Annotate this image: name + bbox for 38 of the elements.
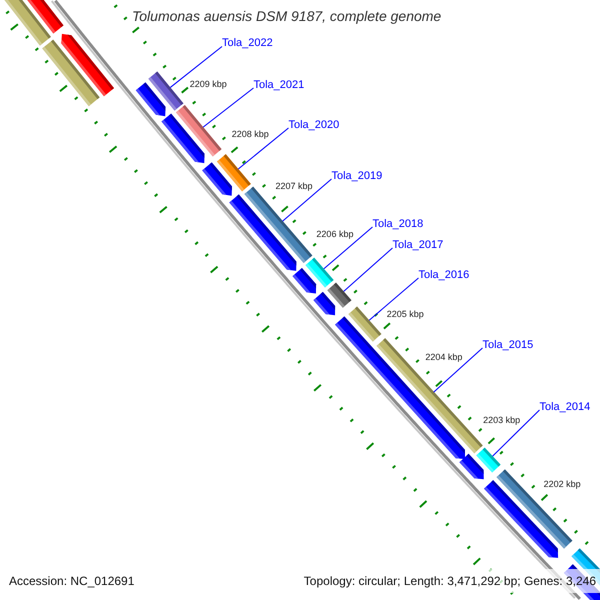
gene-label: Tola_2021 bbox=[254, 78, 304, 92]
gene-bar bbox=[327, 282, 352, 308]
gene-label: Tola_2020 bbox=[288, 118, 340, 132]
scale-label: 2202 kbp bbox=[544, 479, 581, 490]
diagram-title: Tolumonas auensis DSM 9187, complete genome bbox=[132, 7, 442, 25]
leader-line bbox=[492, 410, 540, 457]
gene-bar bbox=[376, 338, 483, 454]
scale-label: 2203 kbp bbox=[483, 414, 520, 426]
gene-bar bbox=[216, 154, 251, 192]
leader-line bbox=[368, 278, 419, 321]
gene-label: Tola_2019 bbox=[332, 170, 382, 182]
leader-line bbox=[202, 88, 254, 128]
gene-label: Tola_2014 bbox=[540, 400, 590, 414]
leader-line bbox=[282, 178, 332, 222]
scale-label: 2206 kbp bbox=[316, 228, 354, 240]
scale-label: 2204 kbp bbox=[425, 352, 462, 362]
scale-label: 2207 kbp bbox=[275, 181, 313, 192]
gene-bar bbox=[476, 448, 501, 472]
gene-label: Tola_2022 bbox=[222, 37, 273, 50]
scale-label: 2209 kbp bbox=[190, 78, 227, 90]
leader-line bbox=[343, 248, 393, 292]
gene-label: Tola_2018 bbox=[372, 218, 424, 230]
leader-line bbox=[238, 128, 289, 170]
gene-label: Tola_2016 bbox=[418, 268, 470, 282]
scale-label: 2208 kbp bbox=[232, 129, 269, 140]
gene-label: Tola_2017 bbox=[392, 238, 444, 252]
pointed-gene-bar bbox=[313, 292, 336, 316]
leader-line bbox=[433, 348, 483, 393]
gene-bar bbox=[27, 0, 64, 34]
pointed-gene-bar bbox=[61, 34, 114, 96]
leader-line bbox=[323, 226, 373, 270]
leader-line bbox=[170, 46, 222, 88]
scale-label: 2205 kbp bbox=[386, 308, 424, 320]
gene-bar bbox=[176, 105, 222, 157]
gene-label: Tola_2015 bbox=[482, 338, 534, 352]
pointed-gene-bar bbox=[136, 82, 166, 116]
gene-bar bbox=[306, 258, 334, 288]
gene-bar bbox=[348, 306, 382, 342]
